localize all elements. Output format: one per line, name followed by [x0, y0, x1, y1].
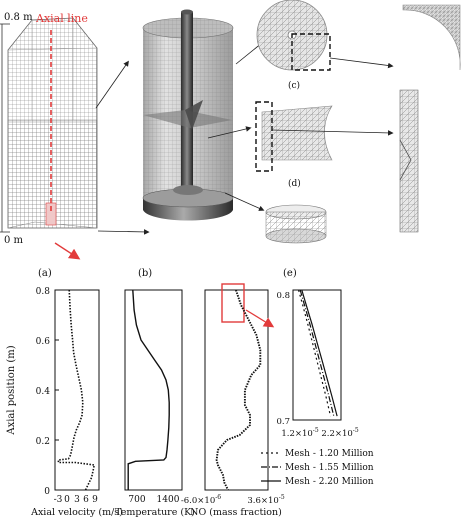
arrow-to-ring	[224, 192, 265, 211]
domain-mesh	[7, 17, 98, 229]
xtick: 0	[64, 495, 70, 505]
xtick: 1400	[157, 495, 180, 505]
xtick: 6	[83, 495, 89, 505]
panel-b-label: (b)	[138, 268, 152, 279]
zoom-series-line	[298, 289, 332, 417]
strip-zoom-mesh	[399, 89, 419, 233]
plot-e-xtick-right: 2.2×10	[321, 429, 352, 439]
plot-a-xticks: -3 0 3 6 9	[54, 495, 99, 505]
plot-c-frame	[204, 289, 269, 491]
plot-c-xticks: -6.0×10-6 3.6×10-5	[181, 494, 285, 506]
combustor-3d-mesh	[142, 9, 234, 221]
panel-e-label: (e)	[283, 268, 297, 279]
plot-e-ytick-bottom: 0.7	[276, 417, 290, 427]
plot-b-xlabel: Temperature (K)	[115, 507, 195, 518]
zoom-series-line	[301, 289, 338, 417]
plot-e-xtick-right-exp: -5	[353, 427, 359, 434]
height-dimension	[0, 23, 10, 233]
svg-text:3.6×10-5: 3.6×10-5	[247, 494, 284, 506]
y-tick-labels: 0 0.2 0.4 0.6 0.8	[36, 287, 59, 497]
zoom-box-no	[221, 283, 245, 323]
legend-item: Mesh - 1.55 Million	[285, 463, 374, 473]
ytick: 0	[44, 487, 50, 497]
legend: Mesh - 1.20 Million Mesh - 1.55 Million …	[261, 449, 374, 487]
height-label: 0.8 m	[4, 12, 33, 23]
plot-b-xticks: 700 1400	[128, 495, 179, 505]
arrow-to-strip	[271, 129, 394, 136]
axial-line-label: Axial line	[35, 12, 88, 25]
plot-e-ytick-top: 0.8	[276, 291, 290, 301]
plot-a-frame	[54, 289, 100, 491]
central-rod	[181, 12, 193, 192]
zero-label: 0 m	[4, 235, 24, 246]
series-line	[215, 289, 262, 491]
plot-e-xtick-left-exp: -5	[313, 427, 319, 434]
arrow-domain-bottom	[97, 229, 150, 235]
zoom-box-d	[255, 101, 273, 172]
legend-item: Mesh - 1.20 Million	[285, 449, 374, 459]
zoom-series-line	[299, 289, 335, 417]
xtick-right: 3.6×10	[247, 496, 278, 506]
ytick: 0.4	[36, 387, 51, 397]
arrow-to-slice	[207, 126, 252, 139]
legend-item: Mesh - 2.20 Million	[285, 477, 374, 487]
arrow-to-quarter	[329, 57, 394, 69]
label-d: (d)	[288, 178, 301, 189]
curves	[57, 289, 338, 491]
arrow-domain-top	[95, 60, 129, 109]
ytick: 0.8	[36, 287, 51, 297]
arrow-to-plots	[54, 242, 81, 260]
ytick: 0.2	[36, 437, 50, 447]
ring-mesh	[265, 204, 327, 244]
svg-text:2.2×10-5: 2.2×10-5	[321, 427, 358, 439]
xtick-left-exp: -6	[215, 494, 221, 501]
xtick: -3	[54, 495, 63, 505]
svg-text:1.2×10-5: 1.2×10-5	[281, 427, 318, 439]
plot-a-xlabel: Axial velocity (m/s)	[30, 507, 123, 518]
quarter-zoom-mesh	[402, 4, 461, 71]
xtick-left: -6.0×10	[181, 496, 215, 506]
ytick: 0.6	[36, 337, 51, 347]
plot-e-xtick-left: 1.2×10	[281, 429, 312, 439]
plot-b-frame	[124, 289, 183, 491]
series-line	[127, 289, 170, 490]
arrow-to-zoom	[245, 309, 275, 328]
plot-c-xlabel: NO (mass fraction)	[190, 507, 282, 518]
svg-text:-6.0×10-6: -6.0×10-6	[181, 494, 221, 506]
plot-e-frame	[292, 289, 342, 421]
zoom-box-c	[291, 33, 331, 71]
slice-mesh	[255, 101, 333, 172]
panel-labels: (a) (b) (e)	[38, 268, 297, 279]
label-c: (c)	[288, 80, 300, 91]
xtick: 700	[128, 495, 145, 505]
xtick: 9	[92, 495, 98, 505]
xtick: 3	[74, 495, 80, 505]
panel-a-label: (a)	[38, 268, 52, 279]
cross-section-mesh	[256, 0, 331, 71]
xtick-right-exp: -5	[279, 494, 285, 501]
series-line	[57, 289, 96, 491]
y-axis-title: Axial position (m)	[6, 345, 17, 435]
